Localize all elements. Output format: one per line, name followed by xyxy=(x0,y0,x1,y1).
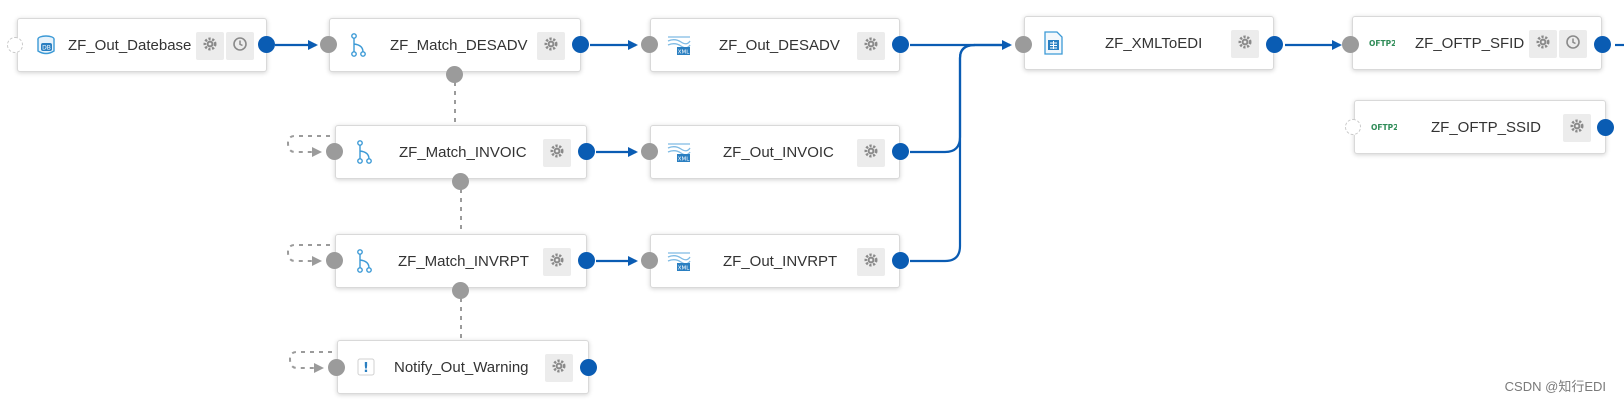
svg-text:DB: DB xyxy=(42,45,51,52)
node-schedule-button[interactable] xyxy=(226,32,254,60)
output-port[interactable] xyxy=(892,252,909,269)
chain-port[interactable] xyxy=(446,66,463,83)
svg-text:!: ! xyxy=(363,361,369,376)
input-port[interactable] xyxy=(328,359,345,376)
node-settings-button[interactable] xyxy=(545,354,573,382)
xml-file-icon: XML xyxy=(667,140,691,164)
node-label: ZF_Match_DESADV xyxy=(390,37,528,54)
svg-text:XML: XML xyxy=(678,157,691,163)
node-settings-button[interactable] xyxy=(857,139,885,167)
node-label: ZF_XMLToEDI xyxy=(1105,35,1203,52)
gear-icon xyxy=(863,252,879,273)
input-port[interactable] xyxy=(1342,36,1359,53)
node-label: ZF_Out_Datebase xyxy=(68,37,192,54)
output-port[interactable] xyxy=(580,359,597,376)
chain-port[interactable] xyxy=(452,173,469,190)
oftp2-logo-icon: OFTP2 xyxy=(1371,115,1397,139)
node-label: ZF_Out_INVOIC xyxy=(723,144,834,161)
node-zf-match-desadv[interactable]: ZF_Match_DESADV xyxy=(329,18,581,72)
output-port[interactable] xyxy=(1266,36,1283,53)
svg-text:XML: XML xyxy=(678,266,691,272)
input-port[interactable] xyxy=(320,36,337,53)
gear-icon xyxy=(549,252,565,273)
connection-out-invrpt-to-xmltoedi[interactable] xyxy=(910,43,976,263)
gear-icon xyxy=(551,358,567,379)
node-zf-match-invrpt[interactable]: ZF_Match_INVRPT xyxy=(335,234,587,288)
loop-in-invoic xyxy=(286,135,330,157)
gear-icon xyxy=(202,36,218,57)
output-port[interactable] xyxy=(258,36,275,53)
node-zf-oftp-sfid[interactable]: OFTP2 ZF_OFTP_SFID xyxy=(1352,16,1602,70)
node-label: ZF_Match_INVRPT xyxy=(398,253,529,270)
gear-icon xyxy=(1535,34,1551,55)
gear-icon xyxy=(549,143,565,164)
node-label: ZF_Out_INVRPT xyxy=(723,253,838,270)
output-port[interactable] xyxy=(578,143,595,160)
output-port[interactable] xyxy=(572,36,589,53)
node-zf-out-desadv[interactable]: XML ZF_Out_DESADV xyxy=(650,18,900,72)
branch-icon xyxy=(352,140,376,164)
output-port[interactable] xyxy=(892,36,909,53)
node-settings-button[interactable] xyxy=(1529,30,1557,58)
gear-icon xyxy=(863,143,879,164)
warning-icon: ! xyxy=(354,355,378,379)
clock-icon xyxy=(1565,34,1581,55)
node-settings-button[interactable] xyxy=(543,248,571,276)
svg-text:OFTP2: OFTP2 xyxy=(1369,39,1395,48)
watermark: CSDN @知行EDI xyxy=(1504,379,1606,394)
node-settings-button[interactable] xyxy=(196,32,224,60)
node-label: Notify_Out_Warning xyxy=(394,359,529,376)
input-port-empty[interactable] xyxy=(7,37,23,53)
node-label: ZF_OFTP_SSID xyxy=(1431,119,1542,136)
node-label: ZF_OFTP_SFID xyxy=(1415,35,1525,52)
clock-icon xyxy=(232,36,248,57)
output-port[interactable] xyxy=(892,143,909,160)
loop-in-warning xyxy=(288,351,332,373)
node-notify-out-warning[interactable]: ! Notify_Out_Warning xyxy=(337,340,589,394)
input-port[interactable] xyxy=(641,252,658,269)
node-zf-out-invrpt[interactable]: XML ZF_Out_INVRPT xyxy=(650,234,900,288)
input-port[interactable] xyxy=(641,143,658,160)
node-schedule-button[interactable] xyxy=(1559,30,1587,58)
node-label: ZF_Match_INVOIC xyxy=(399,144,527,161)
chain-port[interactable] xyxy=(452,282,469,299)
node-label: ZF_Out_DESADV xyxy=(719,37,840,54)
output-port[interactable] xyxy=(578,252,595,269)
branch-icon xyxy=(352,249,376,273)
input-port[interactable] xyxy=(326,252,343,269)
input-port[interactable] xyxy=(641,36,658,53)
node-zf-out-datebase[interactable]: DB ZF_Out_Datebase xyxy=(17,18,267,72)
branch-icon xyxy=(346,33,370,57)
input-port[interactable] xyxy=(1015,36,1032,53)
node-settings-button[interactable] xyxy=(543,139,571,167)
loop-in-invrpt xyxy=(286,244,330,266)
node-zf-out-invoic[interactable]: XML ZF_Out_INVOIC xyxy=(650,125,900,179)
gear-icon xyxy=(543,36,559,57)
node-zf-xmltoedi[interactable]: ZF_XMLToEDI xyxy=(1024,16,1274,70)
node-settings-button[interactable] xyxy=(857,248,885,276)
node-zf-match-invoic[interactable]: ZF_Match_INVOIC xyxy=(335,125,587,179)
output-port[interactable] xyxy=(1597,119,1614,136)
gear-icon xyxy=(1569,118,1585,139)
node-settings-button[interactable] xyxy=(537,32,565,60)
node-settings-button[interactable] xyxy=(857,32,885,60)
xml-file-icon: XML xyxy=(667,249,691,273)
node-zf-oftp-ssid[interactable]: OFTP2 ZF_OFTP_SSID xyxy=(1354,100,1606,154)
node-settings-button[interactable] xyxy=(1563,114,1591,142)
node-settings-button[interactable] xyxy=(1231,30,1259,58)
mapping-document-icon xyxy=(1041,31,1065,55)
svg-text:XML: XML xyxy=(678,50,691,56)
database-icon: DB xyxy=(34,33,58,57)
oftp2-logo-icon: OFTP2 xyxy=(1369,31,1395,55)
gear-icon xyxy=(863,36,879,57)
input-port[interactable] xyxy=(326,143,343,160)
output-port[interactable] xyxy=(1594,36,1611,53)
gear-icon xyxy=(1237,34,1253,55)
input-port-empty[interactable] xyxy=(1345,119,1361,135)
xml-file-icon: XML xyxy=(667,33,691,57)
svg-text:OFTP2: OFTP2 xyxy=(1371,123,1397,132)
